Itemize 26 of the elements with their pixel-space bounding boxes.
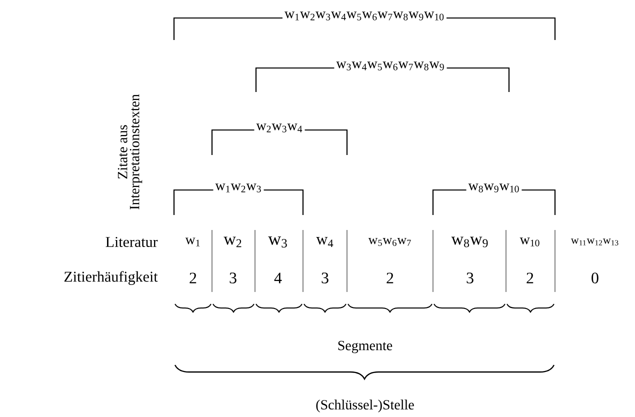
count-cell: 3: [322, 272, 328, 284]
count-cell: 0: [592, 272, 598, 284]
word-cell: w$_{1}$: [185, 238, 200, 246]
count-cell: 4: [274, 272, 282, 284]
count-cell: 3: [466, 272, 474, 284]
word-cell: w$_{8}$w$_{9}$: [451, 236, 488, 248]
axis-label: Zitate aus Interpretationstexten: [118, 94, 142, 210]
word-cell: w$_{5}$w$_{6}$w$_{7}$: [368, 238, 411, 246]
word-cell: w$_{3}$: [268, 236, 287, 248]
word-cell: w$_{4}$: [316, 237, 334, 247]
row-label: Literatur: [106, 236, 158, 248]
count-cell: 2: [526, 272, 534, 284]
word-cell: w$_{10}$: [520, 238, 540, 246]
word-sequence: w$_{1}$w$_{2}$w$_{3}$: [213, 182, 264, 194]
row-label: Zitierhäufigkeit: [64, 271, 158, 285]
word-cell: w$_{11}$w$_{12}$w$_{13}$: [570, 238, 618, 246]
passage-label: (Schlüssel-)Stelle: [316, 400, 414, 412]
word-cell: w$_{2}$: [224, 236, 242, 248]
word-sequence: w$_{1}$w$_{2}$w$_{3}$w$_{4}$w$_{5}$w$_{6}$w$_{7}$w$_{8}$w$_{9}$w$_{10}$: [282, 10, 446, 22]
word-sequence: w$_{8}$w$_{9}$w$_{10}$: [466, 182, 522, 194]
word-sequence: w$_{3}$w$_{4}$w$_{5}$w$_{6}$w$_{7}$w$_{8}$w$_{9}$: [334, 60, 447, 72]
count-cell: 3: [230, 272, 236, 284]
segment-label: Segmente: [338, 340, 392, 354]
count-cell: 2: [386, 272, 394, 284]
word-sequence: w$_{2}$w$_{3}$w$_{4}$: [254, 122, 305, 134]
count-cell: 2: [190, 272, 196, 284]
